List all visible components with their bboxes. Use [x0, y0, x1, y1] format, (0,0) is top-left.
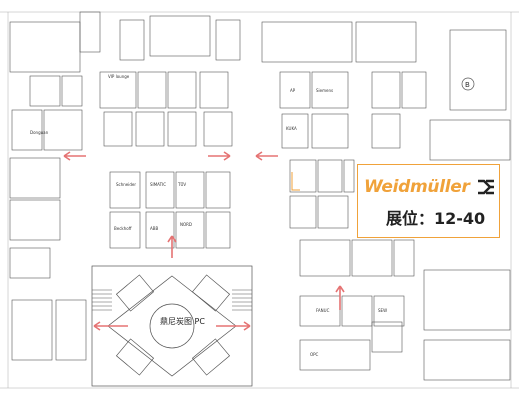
staircases	[92, 289, 252, 311]
booth-label-e: NORD	[180, 222, 192, 227]
route-line	[291, 172, 300, 191]
booth-label-i: Siemens	[316, 88, 333, 93]
booth-labels: VIP lounge Schneider SIMATIC TÜV NORD Do…	[30, 74, 387, 357]
arrow-right-icon	[208, 151, 231, 161]
booth-label-k: FANUC	[316, 308, 330, 313]
booth-label-m: SEW	[378, 308, 387, 313]
brand-logo: Weidmüller	[364, 177, 496, 197]
direction-arrows	[63, 151, 345, 331]
booth-label-vip: VIP lounge	[108, 74, 130, 79]
arrow-left-icon-2	[255, 151, 278, 161]
exhibitor-callout: Weidmüller 展位：12-40	[357, 164, 500, 238]
central-upper-block	[119, 15, 241, 61]
booth-label-j: KUKA	[286, 126, 297, 131]
info-marker: B	[461, 77, 475, 91]
brand-name: Weidmüller	[364, 177, 470, 197]
right-hall-booths	[261, 21, 511, 381]
booth-label-a: AP	[290, 88, 296, 93]
arrow-left-icon-3	[93, 321, 128, 331]
brand-mark-icon	[477, 179, 494, 195]
central-hall	[91, 265, 253, 387]
booth-number: 展位：12-40	[386, 209, 486, 228]
arrow-up-icon	[167, 235, 177, 258]
booth-label-g: Beckhoff	[114, 226, 132, 231]
info-marker-label: B	[465, 81, 470, 89]
booth-label-h: ABB	[150, 226, 158, 231]
arrow-left-icon	[63, 151, 86, 161]
booth-label-d: TÜV	[177, 182, 186, 187]
booth-label-f: Donguan	[30, 130, 49, 135]
arrow-right-icon-2	[216, 321, 251, 331]
booth-label-c: SIMATIC	[150, 182, 166, 187]
left-hall-booths	[9, 11, 233, 361]
central-hall-label: 鼎尼炭图 PC	[160, 317, 205, 326]
arrow-up-icon-2	[335, 285, 345, 310]
booth-label-b: Schneider	[116, 182, 136, 187]
booth-label-l: OPC	[310, 352, 319, 357]
